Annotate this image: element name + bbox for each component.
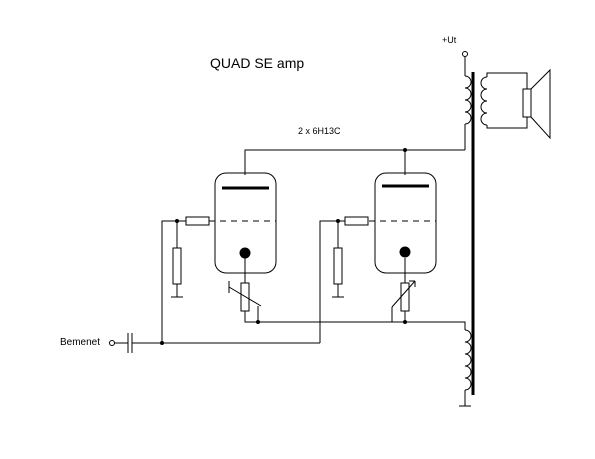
junction-dot xyxy=(403,148,407,152)
speaker-icon xyxy=(522,68,551,140)
grid-wire-2 xyxy=(319,220,345,343)
primary-winding xyxy=(464,75,472,125)
cathode-network-1 xyxy=(228,258,262,324)
cathode-bus xyxy=(258,321,466,330)
input-terminal xyxy=(109,340,115,346)
output-transformer xyxy=(462,51,528,150)
secondary-winding xyxy=(480,76,488,126)
secondary-wire-bottom xyxy=(486,117,528,129)
supply-label: +Ut xyxy=(442,35,457,45)
supply-terminal xyxy=(462,51,468,57)
stage-2-input-network xyxy=(319,216,369,343)
stage-1-input-network xyxy=(161,216,210,343)
tube-1 xyxy=(209,172,277,274)
anode-bus-left xyxy=(244,149,465,175)
variable-arrow-1 xyxy=(228,286,262,307)
tube-2 xyxy=(369,172,437,274)
cathode-resistor-2 xyxy=(400,282,410,312)
grid-wire-1 xyxy=(161,220,186,343)
grid-stopper-1 xyxy=(185,216,210,226)
secondary-wire-top xyxy=(486,72,528,89)
tube-2-cathode xyxy=(399,246,411,258)
tube-label: 2 x 6H13C xyxy=(298,126,341,136)
input-label: Bemenet xyxy=(60,337,101,348)
grid-resistor-1 xyxy=(172,247,182,285)
tube-1-cathode xyxy=(239,247,251,259)
grid-stopper-2 xyxy=(344,216,369,226)
cathode-network-2 xyxy=(391,258,416,324)
variable-arrow-2 xyxy=(391,280,416,308)
diagram-title: QUAD SE amp xyxy=(210,55,305,71)
input-circuit xyxy=(109,333,320,353)
grid-resistor-2 xyxy=(333,247,343,285)
feedback-winding xyxy=(464,329,472,391)
